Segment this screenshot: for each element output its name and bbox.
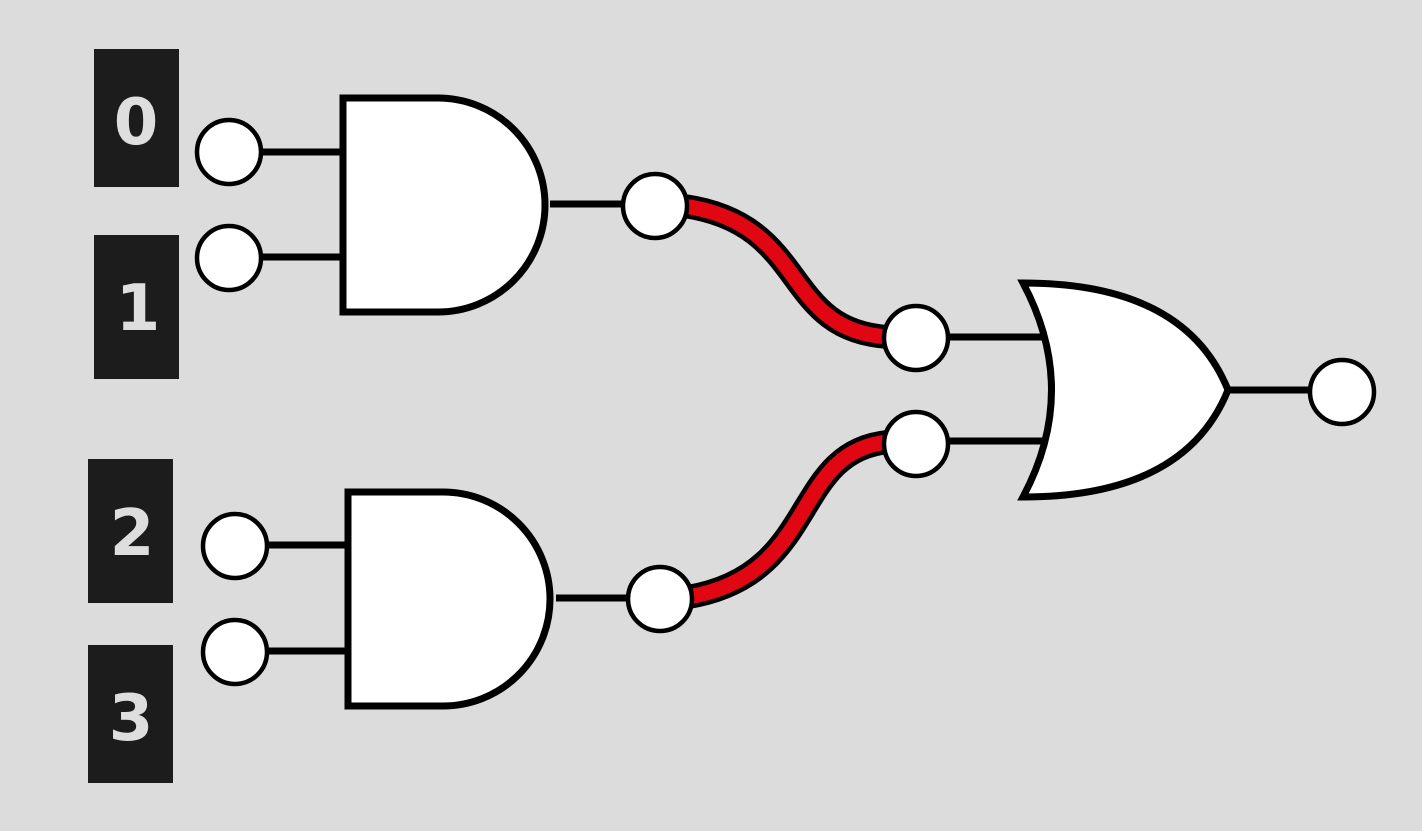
- input-label-3-text: 3: [109, 682, 154, 756]
- input-label-2-text: 2: [110, 497, 155, 571]
- or-gate-input-b-pin[interactable]: [881, 409, 951, 479]
- connection-and2-to-or[interactable]: [685, 430, 890, 609]
- connection-and2-to-or-fill: [686, 434, 889, 605]
- input-label-3: 3: [88, 645, 173, 783]
- or-gate-icon[interactable]: [1017, 279, 1232, 501]
- input-label-1-box: [94, 235, 179, 379]
- connection-and1-to-or[interactable]: [682, 194, 890, 349]
- input-label-3-box: [88, 645, 173, 783]
- and-gate-icon[interactable]: [344, 488, 554, 710]
- input-label-2: 2: [88, 459, 173, 603]
- input-pin-1[interactable]: [194, 223, 264, 293]
- input-label-2-box: [88, 459, 173, 603]
- input-pin-2[interactable]: [200, 511, 270, 581]
- input-pin-0[interactable]: [194, 117, 264, 187]
- input-label-0: 0: [94, 49, 179, 187]
- input-pin-3[interactable]: [200, 617, 270, 687]
- input-label-0-text: 0: [114, 86, 159, 160]
- and-gate-icon[interactable]: [339, 94, 549, 316]
- input-label-1-text: 1: [116, 272, 161, 346]
- or-gate-input-a-pin[interactable]: [881, 303, 951, 373]
- and-gate-2-output-pin[interactable]: [625, 564, 695, 634]
- input-label-0-box: [94, 49, 179, 187]
- or-gate-output-pin[interactable]: [1307, 357, 1377, 427]
- and-gate-1-output-pin[interactable]: [620, 171, 690, 241]
- connection-and1-to-or-fill: [682, 198, 889, 345]
- input-label-1: 1: [94, 235, 179, 379]
